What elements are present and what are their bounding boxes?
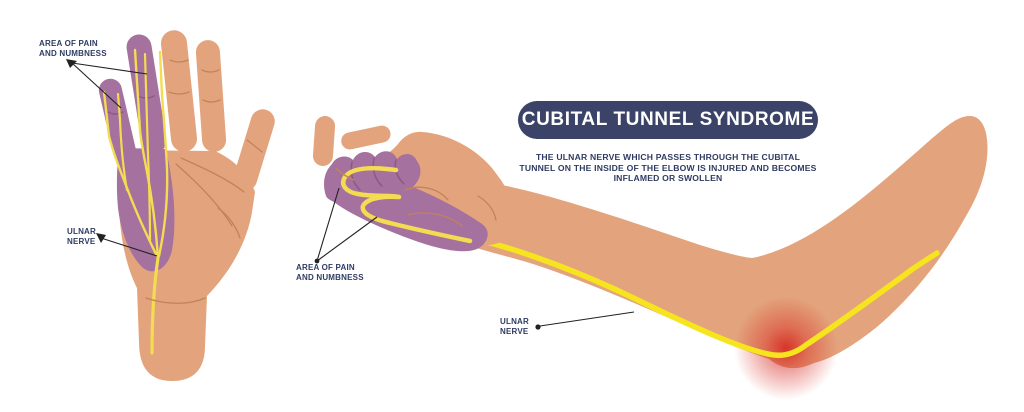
label-arm-ulnar-nerve: ULNAR NERVE [500, 317, 529, 336]
leader-left-pain-ring [71, 62, 148, 75]
label-clawed-hand-pain-area: AREA OF PAIN AND NUMBNESS [296, 263, 364, 282]
nerve-branch-ring [133, 48, 160, 260]
arm-shape [464, 116, 988, 369]
arrowhead [96, 233, 106, 243]
arm-silhouette [464, 116, 988, 369]
clawed-hand-thumb [312, 116, 336, 166]
hand-nerve-trunk [150, 256, 160, 355]
finger-crease [202, 99, 221, 103]
description-text: THE ULNAR NERVE WHICH PASSES THROUGH THE… [513, 152, 823, 184]
label-line: AREA OF PAIN [39, 39, 98, 48]
label-line: ULNAR [500, 317, 529, 326]
leader-markers [66, 59, 541, 330]
leader-lines [71, 62, 635, 327]
knuckle-crease [407, 212, 463, 227]
arrowhead [66, 59, 77, 68]
leader-left-pain-pinky [71, 62, 122, 109]
label-line: AND NUMBNESS [296, 272, 364, 282]
leader-dot [535, 324, 541, 330]
page-title: CUBITAL TUNNEL SYNDROME [521, 109, 815, 130]
leader-arm-nerve [539, 311, 635, 327]
clawed-hand [312, 116, 516, 252]
index-finger [195, 40, 227, 152]
label-line: NERVE [67, 236, 96, 246]
leader-left-nerve [100, 237, 158, 257]
nerve-branch-pinky-2 [116, 92, 129, 192]
label-line: NERVE [500, 326, 529, 336]
thumb-crease [246, 139, 263, 153]
arm-ulnar-nerve-line [452, 231, 940, 359]
description-line: TUNNEL ON THE INSIDE OF THE ELBOW IS INJ… [519, 162, 817, 173]
label-line: AND NUMBNESS [39, 48, 107, 58]
thumb [233, 109, 275, 191]
clawed-finger-crease [372, 157, 383, 187]
description-line: INFLAMED OR SWOLLEN [613, 173, 723, 184]
leader-dot [314, 258, 320, 264]
leader-claw-pain-2 [316, 216, 378, 262]
clawed-hand-nerve-line [341, 166, 473, 244]
finger-crease [168, 91, 190, 95]
open-hand [98, 30, 275, 381]
leader-claw-pain-1 [316, 187, 340, 262]
pinky-finger-pain-area [98, 78, 137, 164]
palm-pain-area [116, 148, 175, 272]
inflammation-spot [734, 296, 838, 400]
label-left-hand-ulnar-nerve: ULNAR NERVE [67, 227, 96, 246]
wrist-crease [145, 297, 206, 304]
wrist-crease [477, 195, 497, 221]
label-left-hand-pain-area: AREA OF PAIN AND NUMBNESS [39, 39, 107, 58]
palm-crease [175, 163, 233, 227]
description-line: THE ULNAR NERVE WHICH PASSES THROUGH THE… [535, 152, 801, 162]
title-banner: CUBITAL TUNNEL SYNDROME [518, 101, 818, 139]
label-line: AREA OF PAIN [296, 263, 355, 272]
knuckle-crease [404, 186, 449, 201]
clawed-hand-index-finger [341, 125, 391, 150]
nerve-branch-ring-2 [143, 52, 152, 242]
nerve-branch-edge [157, 50, 169, 258]
clawed-hand-pain-area [324, 151, 488, 252]
clawed-finger-crease [350, 161, 361, 191]
finger-crease [169, 59, 189, 63]
pinky-crease [107, 111, 124, 115]
palm-crease [180, 157, 245, 193]
label-line: ULNAR [67, 227, 96, 236]
thumb-web-crease [335, 167, 355, 181]
thumb-web-crease [217, 207, 241, 239]
finger-crease [201, 69, 220, 73]
